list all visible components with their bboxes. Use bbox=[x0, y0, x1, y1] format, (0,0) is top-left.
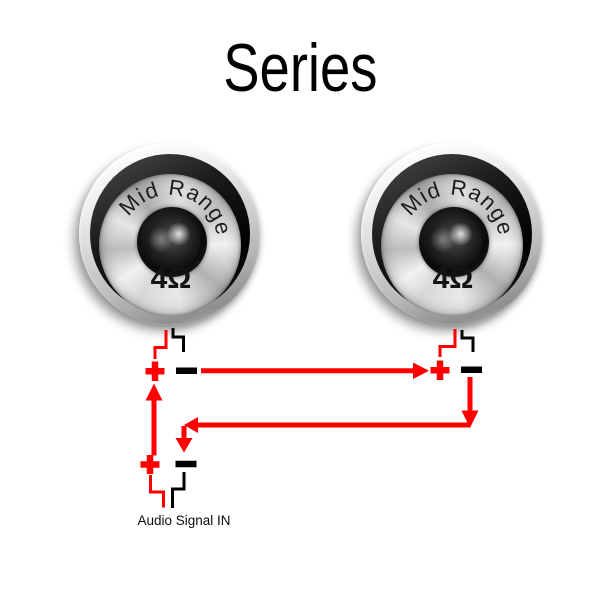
wire-right-speaker-negative-lead bbox=[460, 330, 475, 352]
page-title: Series bbox=[0, 34, 600, 102]
return-down-arrowhead-icon bbox=[461, 410, 479, 428]
speaker-left-dustcap-icon bbox=[144, 214, 200, 270]
speaker-left-impedance-label: 4Ω bbox=[151, 262, 192, 295]
speaker-right-impedance-label: 4Ω bbox=[433, 262, 474, 295]
speaker-right: Mid Range 4Ω bbox=[361, 143, 543, 325]
wire-source-positive-lead bbox=[149, 475, 165, 508]
source-positive-terminal bbox=[140, 455, 160, 474]
speaker-right-labels: Mid Range 4Ω bbox=[396, 175, 518, 295]
wire-left-speaker-positive-lead bbox=[153, 330, 168, 359]
speaker-left-labels: Mid Range 4Ω bbox=[114, 175, 236, 295]
speaker-left: Mid Range 4Ω bbox=[79, 143, 261, 325]
audio-signal-in-label: Audio Signal IN bbox=[137, 513, 231, 528]
left-speaker-positive-terminal bbox=[145, 361, 165, 381]
wire-left-speaker-negative-lead bbox=[171, 328, 185, 352]
series-link-arrowhead-icon bbox=[413, 362, 429, 379]
return-drop-arrowhead-icon bbox=[175, 438, 193, 453]
page-title-text: Series bbox=[222, 30, 378, 106]
speaker-right-dustcap-icon bbox=[426, 214, 482, 270]
feed-up-arrowhead-icon bbox=[145, 383, 163, 401]
right-speaker-positive-terminal bbox=[430, 360, 450, 380]
wire-right-speaker-positive-lead bbox=[438, 329, 457, 357]
wire-source-negative-lead bbox=[171, 472, 186, 508]
return-left-arrowhead-icon bbox=[184, 417, 198, 433]
